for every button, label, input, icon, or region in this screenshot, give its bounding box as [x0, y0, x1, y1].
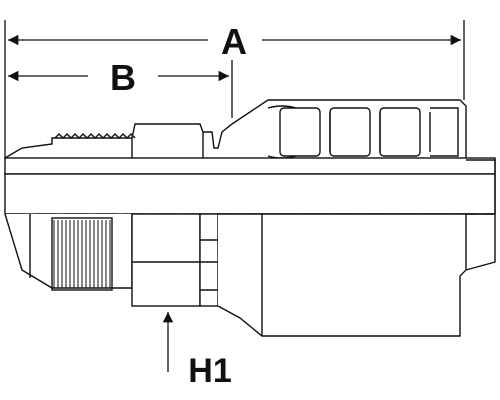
dimension-h1-label: H1: [188, 352, 231, 390]
dimension-b: [7, 60, 233, 118]
dimension-b-label: B: [110, 57, 136, 98]
thread-teeth-upper: [54, 133, 136, 139]
male-end-outline: [4, 213, 133, 289]
dimension-a-label: A: [221, 21, 247, 62]
fitting-upper-section: [4, 99, 496, 215]
bore-center: [4, 173, 496, 215]
right-end-lower: [465, 213, 496, 271]
thread-hatching: [53, 220, 111, 288]
socket-body: [217, 213, 467, 337]
socket-ridges: [267, 105, 459, 159]
bore-upper: [4, 157, 496, 175]
dimension-a: [4, 20, 465, 160]
collar: [199, 213, 219, 307]
fitting-lower-view: [4, 159, 496, 337]
thread-region: [51, 217, 113, 291]
right-end-upper: [466, 159, 496, 214]
hex-nut: [131, 213, 201, 307]
